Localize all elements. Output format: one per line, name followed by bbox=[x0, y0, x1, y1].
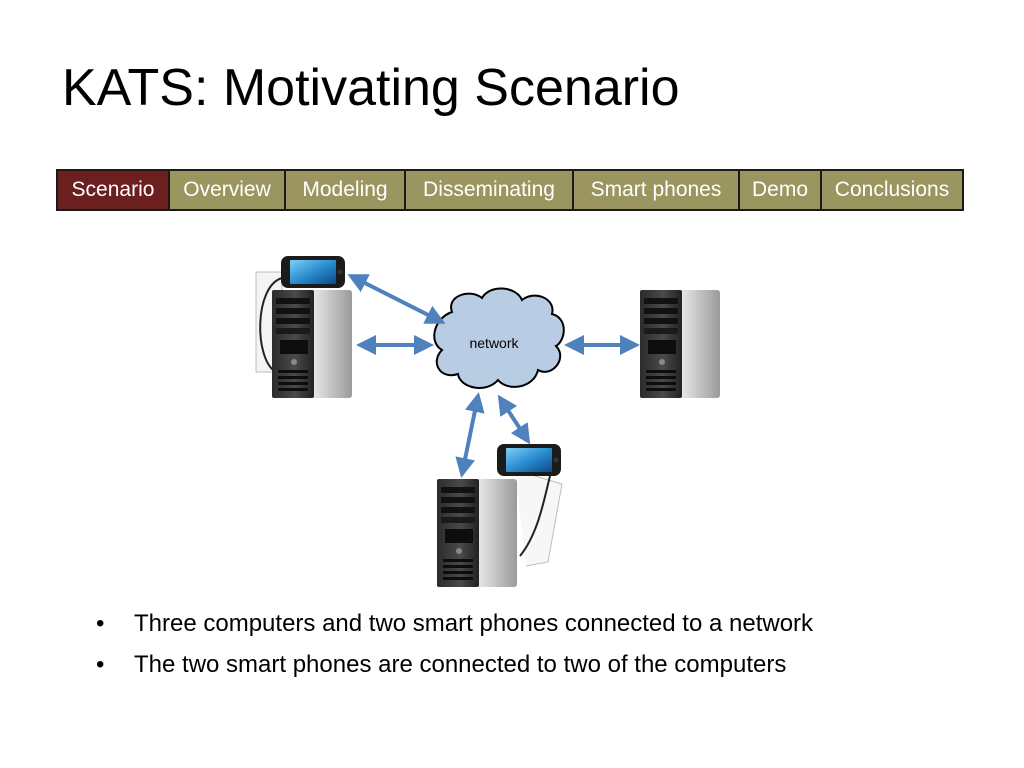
tab-scenario[interactable]: Scenario bbox=[58, 171, 170, 209]
network-cloud: network bbox=[433, 287, 565, 389]
bullet-item: •Three computers and two smart phones co… bbox=[96, 603, 813, 644]
bullet-dot-icon: • bbox=[96, 610, 105, 637]
tab-conclusions[interactable]: Conclusions bbox=[822, 171, 962, 209]
network-label: network bbox=[469, 335, 519, 351]
bullet-item: •The two smart phones are connected to t… bbox=[96, 644, 813, 685]
computer-top-left-icon bbox=[255, 271, 352, 398]
phone-bottom-icon bbox=[497, 444, 561, 476]
bullet-dot-icon: • bbox=[96, 651, 105, 678]
bullet-list: •Three computers and two smart phones co… bbox=[96, 603, 813, 685]
slide-title: KATS: Motivating Scenario bbox=[62, 59, 680, 117]
computer-bottom-icon bbox=[437, 469, 563, 587]
phone-top-left-icon bbox=[281, 256, 345, 288]
arrow-phone-top-left-network bbox=[347, 274, 446, 324]
tab-demo[interactable]: Demo bbox=[740, 171, 822, 209]
computer-right-icon bbox=[640, 290, 720, 398]
tab-smart-phones[interactable]: Smart phones bbox=[574, 171, 740, 209]
arrow-network-computer-bottom bbox=[455, 392, 485, 478]
arrow-network-phone-bottom bbox=[497, 394, 531, 445]
tab-disseminating[interactable]: Disseminating bbox=[406, 171, 574, 209]
tab-overview[interactable]: Overview bbox=[170, 171, 286, 209]
tab-modeling[interactable]: Modeling bbox=[286, 171, 406, 209]
section-nav-bar: Scenario Overview Modeling Disseminating… bbox=[56, 169, 964, 211]
